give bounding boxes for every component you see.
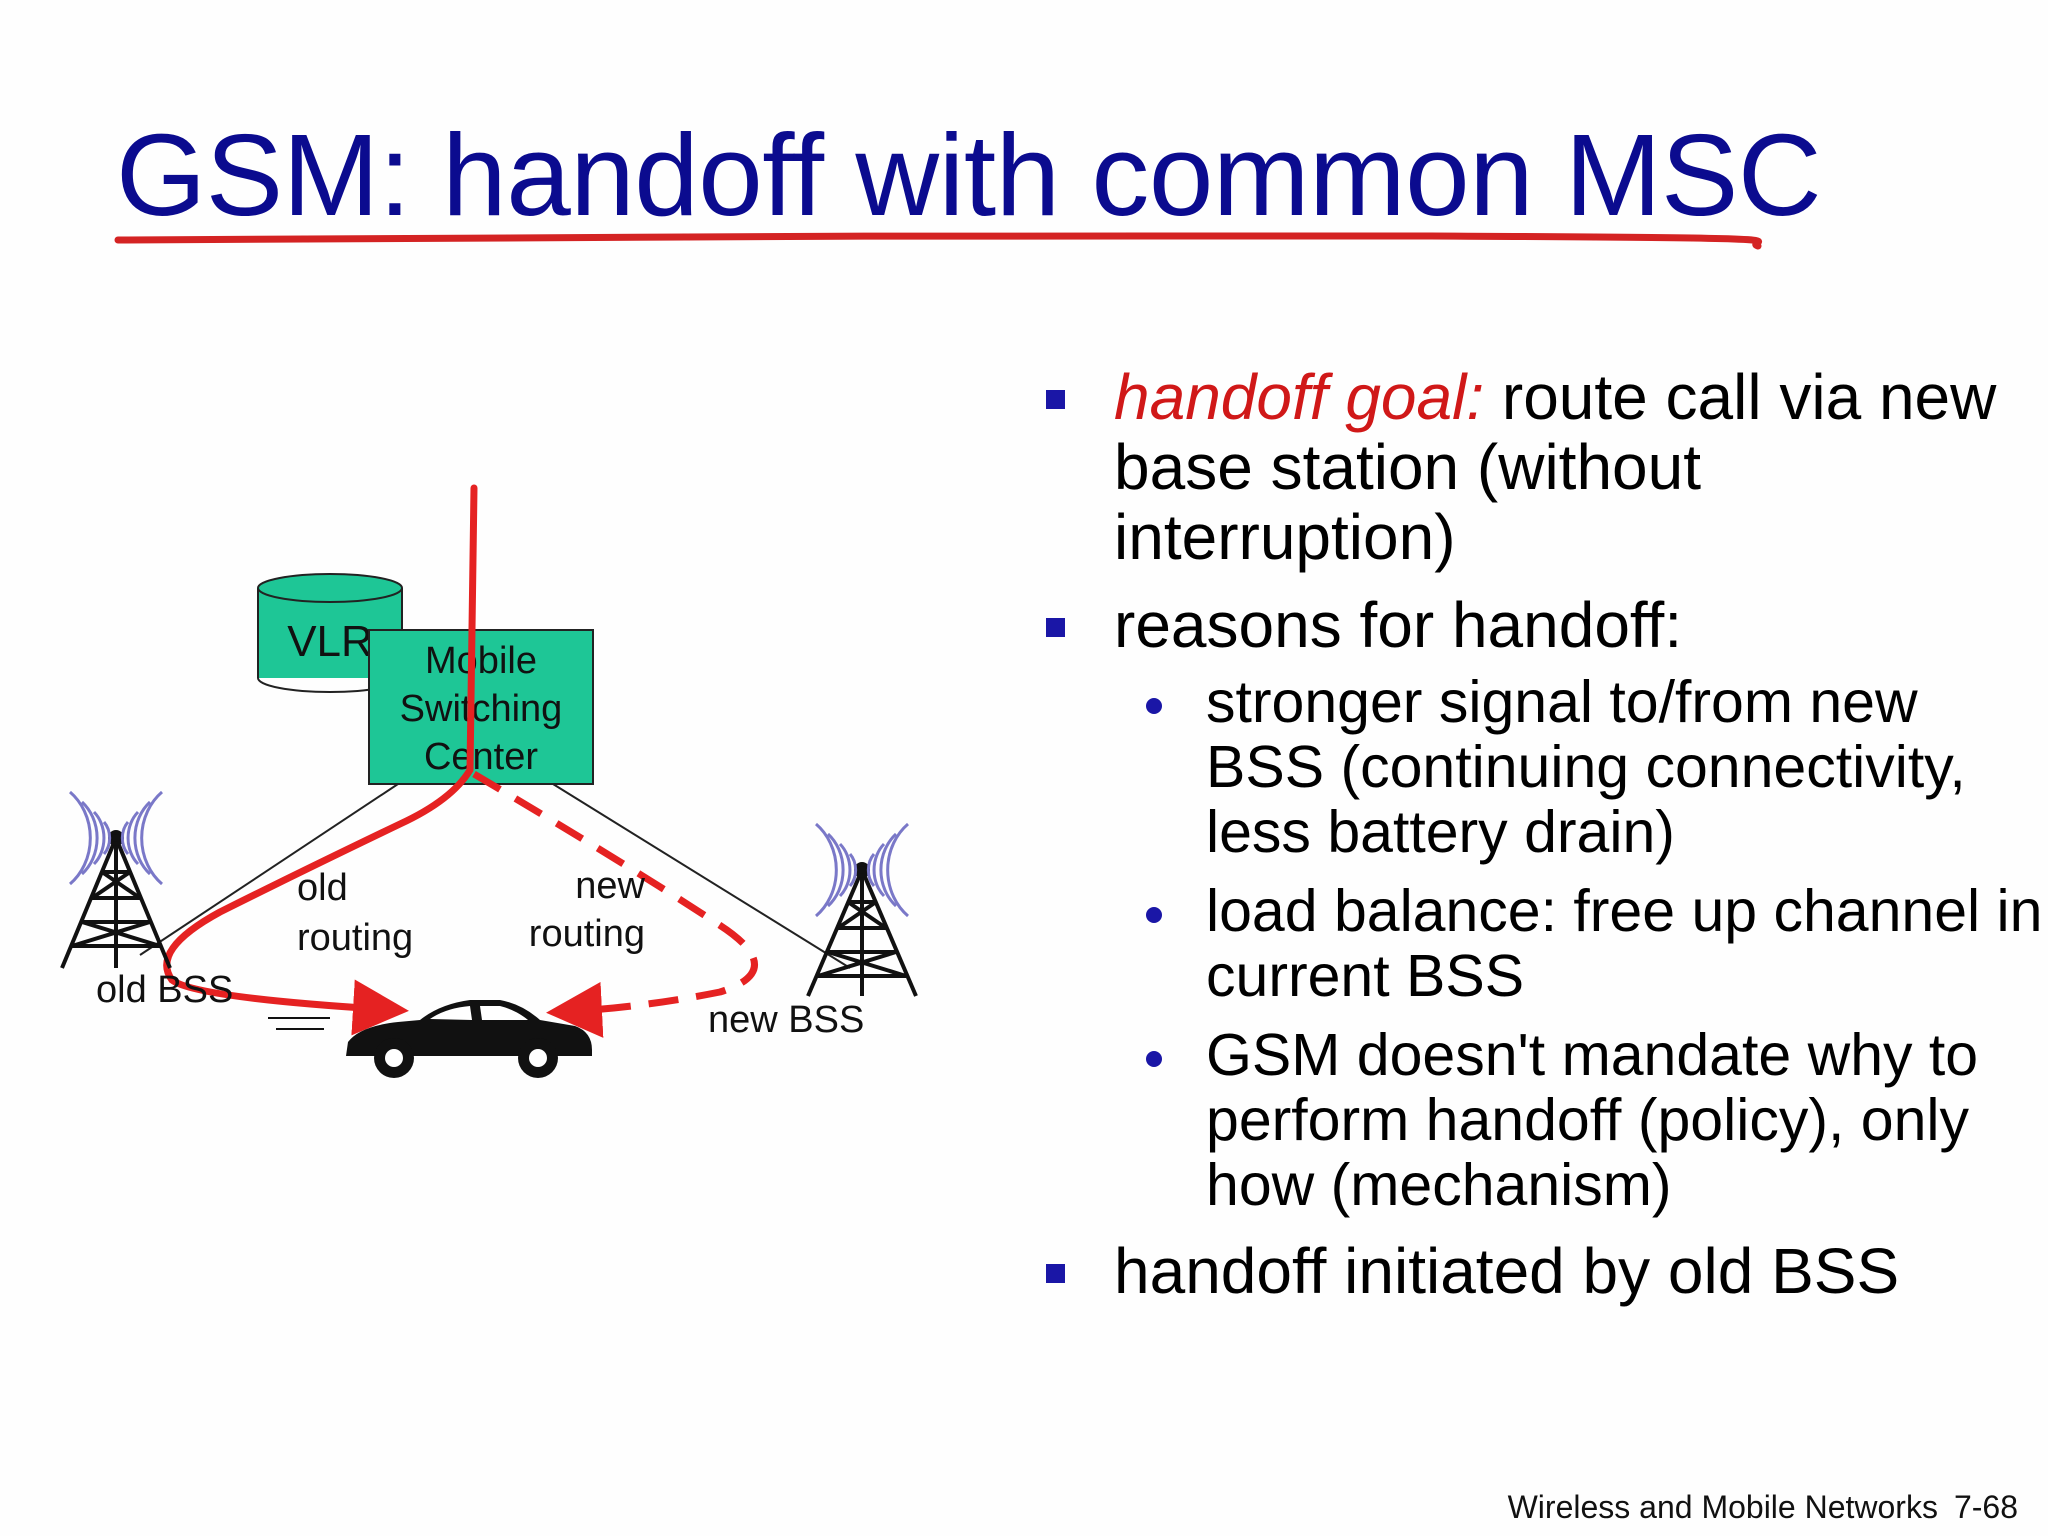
cell-tower-icon: [806, 862, 918, 997]
new-routing-label: new: [575, 865, 645, 907]
sub-bullet-text: stronger signal to/from new BSS (continu…: [1206, 669, 1966, 865]
old-bss-label: old BSS: [96, 969, 233, 1011]
bullet-initiated-by: handoff initiated by old BSS: [1036, 1236, 2048, 1306]
page-number: 7-68: [1953, 1489, 2018, 1525]
sub-bullet-text: GSM doesn't mandate why to perform hando…: [1206, 1022, 1979, 1218]
msc-label-line: Switching: [400, 688, 563, 730]
bullet-handoff-goal: handoff goal: route call via new base st…: [1036, 362, 2048, 572]
square-bullet-icon: [1046, 618, 1065, 637]
vlr-label: VLR: [287, 617, 373, 666]
old-routing-label: routing: [297, 917, 413, 959]
sub-bullet-load-balance: load balance: free up channel in current…: [1036, 879, 2048, 1009]
msc-link-lines: [139, 783, 851, 969]
round-bullet-icon: [1146, 698, 1162, 714]
msc-box: [368, 629, 594, 785]
bullet-text: reasons for handoff:: [1114, 589, 1683, 661]
square-bullet-icon: [1046, 390, 1065, 409]
car-icon: [268, 1000, 592, 1078]
bullet-reasons: reasons for handoff:: [1036, 590, 2048, 660]
radio-wave-icon: [815, 822, 909, 918]
footer-title: Wireless and Mobile Networks: [1507, 1489, 1938, 1525]
round-bullet-icon: [1146, 1051, 1162, 1067]
slide-footer: Wireless and Mobile Networks 7-68: [1508, 1489, 2018, 1526]
square-bullet-icon: [1046, 1264, 1065, 1283]
sub-bullet-stronger-signal: stronger signal to/from new BSS (continu…: [1036, 670, 2048, 865]
old-routing-label: old: [297, 867, 348, 909]
bullet-emphasis: handoff goal:: [1114, 361, 1485, 433]
bullet-text: handoff initiated by old BSS: [1114, 1235, 1900, 1307]
old-route-line: [163, 484, 478, 1036]
bullet-list: handoff goal: route call via new base st…: [1036, 362, 2048, 1306]
slide-title: GSM: handoff with common MSC: [116, 110, 1822, 240]
sub-bullet-text: load balance: free up channel in current…: [1206, 878, 2043, 1009]
bullet-text: route call via new base station (without…: [1114, 361, 1997, 573]
title-underline: [114, 231, 1763, 250]
msc-label-line: Center: [424, 736, 538, 778]
new-routing-label: routing: [529, 913, 645, 955]
radio-wave-icon: [69, 790, 163, 886]
msc-label: Mobile Switching Center: [400, 640, 563, 778]
sub-bullet-gsm-policy: GSM doesn't mandate why to perform hando…: [1036, 1023, 2048, 1218]
round-bullet-icon: [1146, 907, 1162, 923]
handoff-diagram: VLR Mobile Switching Center old routing …: [60, 484, 918, 1078]
msc-label-line: Mobile: [425, 640, 537, 682]
new-bss-label: new BSS: [708, 999, 864, 1041]
cell-tower-icon: [60, 830, 172, 969]
